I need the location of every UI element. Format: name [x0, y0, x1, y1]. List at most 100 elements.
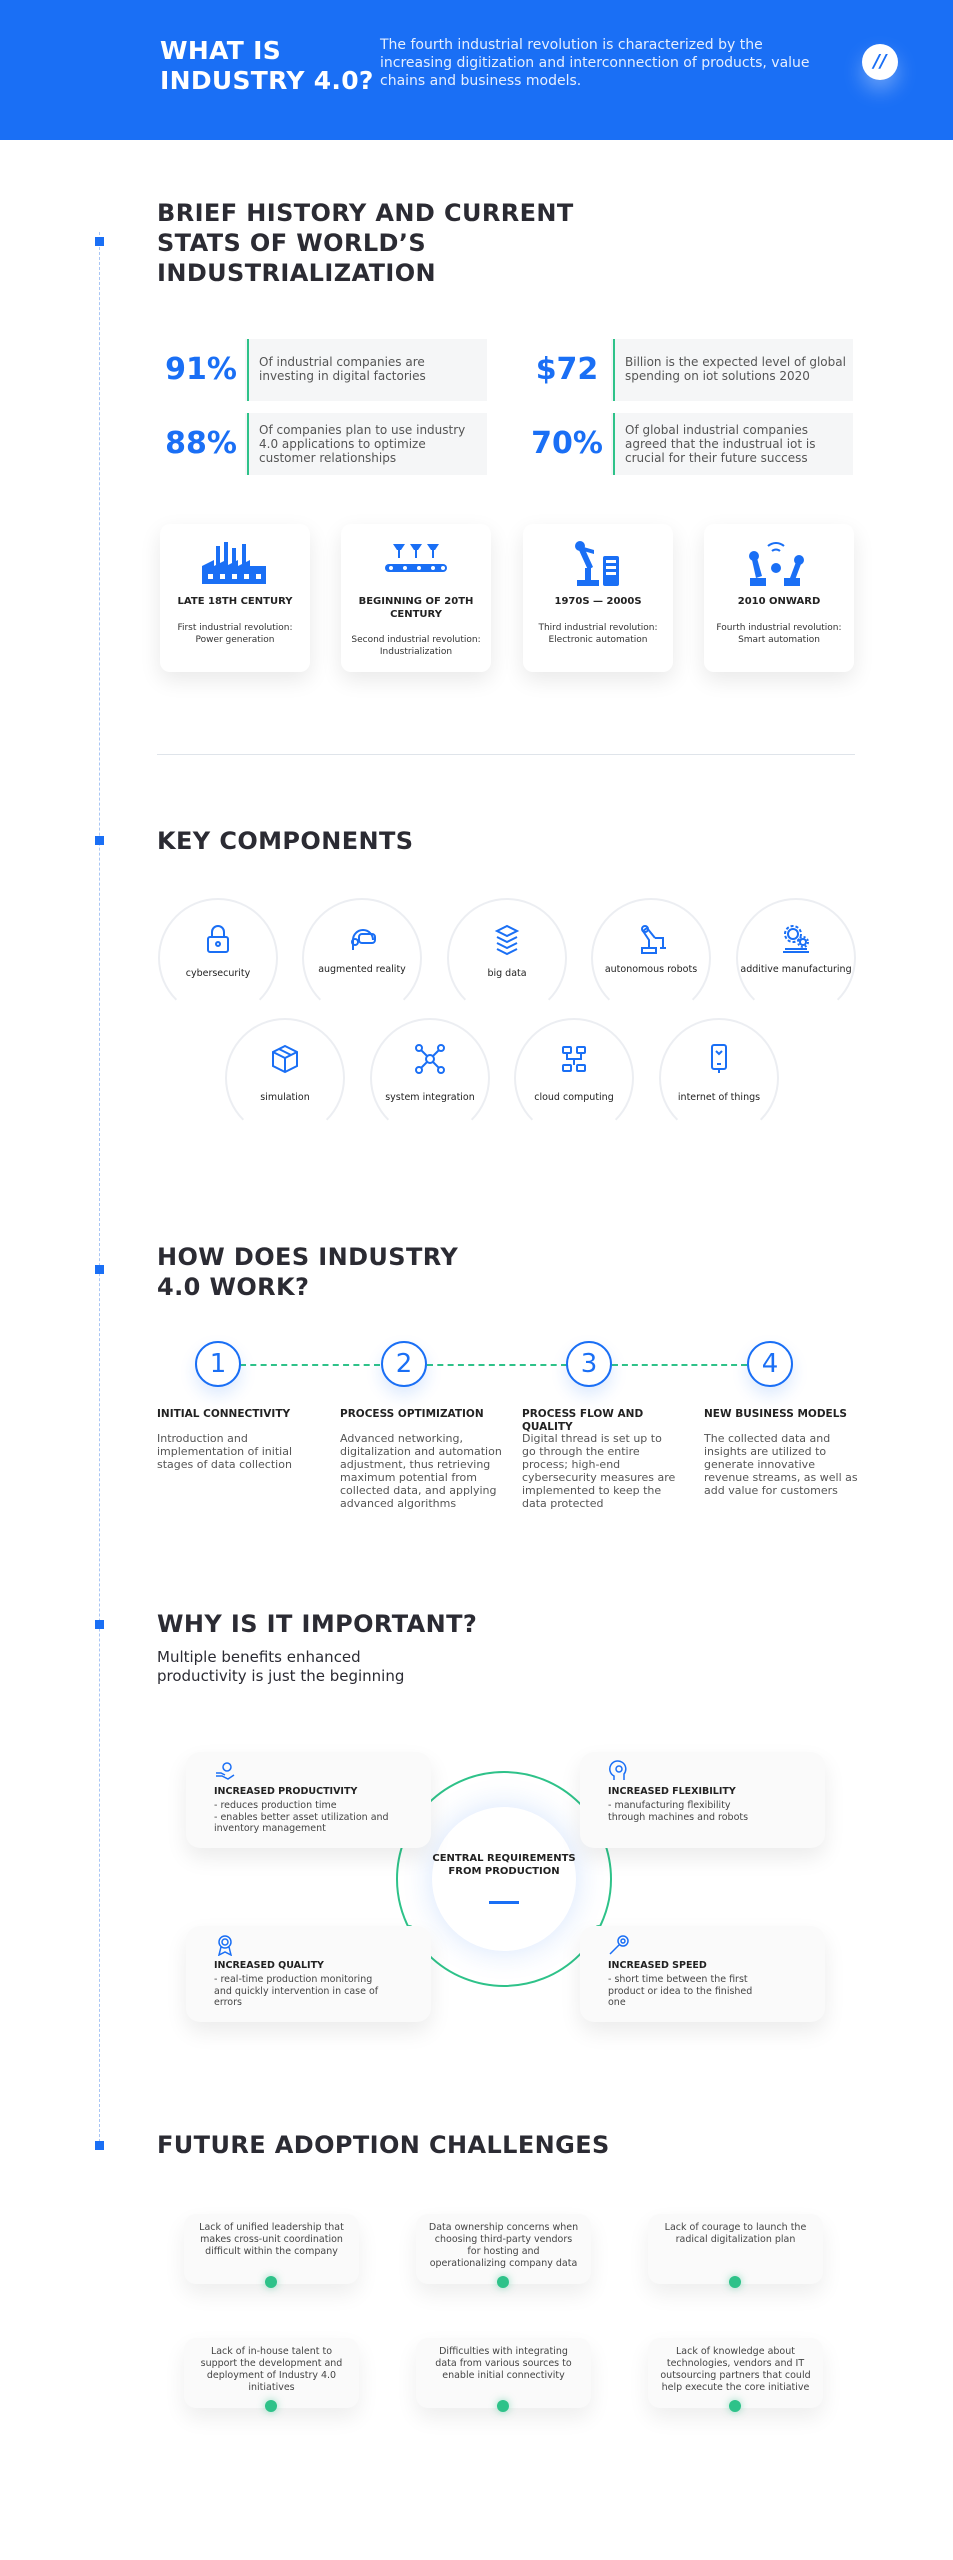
timeline-line	[99, 232, 100, 2142]
era-card: BEGINNING OF 20TH CENTURY Second industr…	[341, 524, 491, 672]
central-circle: CENTRAL REQUIREMENTS FROM PRODUCTION	[432, 1807, 576, 1951]
component-arc	[514, 1018, 634, 1138]
stat-divider	[247, 339, 249, 401]
component-arc	[225, 1018, 345, 1138]
stat-divider	[247, 413, 249, 475]
challenge-card: Lack of in-house talent to support the d…	[184, 2338, 359, 2412]
central-accent-bar	[489, 1901, 519, 1904]
benefit-description: - manufacturing flexibility through mach…	[608, 1800, 749, 1823]
benefit-title: INCREASED QUALITY	[214, 1960, 324, 1971]
step-number: 3	[566, 1341, 612, 1387]
step-description: Introduction and implementation of initi…	[157, 1432, 293, 1471]
cloud-icon	[562, 1046, 586, 1072]
component-item: additive manufacturing	[736, 898, 856, 1018]
step-connector	[612, 1364, 747, 1366]
challenge-dot	[265, 2276, 277, 2288]
stat-text: Of companies plan to use industry 4.0 ap…	[259, 423, 466, 465]
timeline-marker	[95, 836, 104, 845]
component-label: system integration	[385, 1092, 475, 1103]
timeline-marker	[95, 1620, 104, 1629]
benefit-description: - real-time production monitoring and qu…	[214, 1974, 379, 2008]
component-arc	[591, 898, 711, 1018]
component-label: simulation	[260, 1092, 310, 1103]
component-label: augmented reality	[318, 964, 406, 975]
component-label: big data	[487, 968, 527, 979]
stat-value: $72	[523, 339, 611, 401]
component-item: augmented reality	[302, 898, 422, 1018]
step-description: Advanced networking, digitalization and …	[340, 1432, 502, 1510]
stat-value: 88%	[157, 413, 245, 475]
step-number: 2	[381, 1341, 427, 1387]
page-title: WHAT IS INDUSTRY 4.0?	[160, 36, 374, 95]
component-arc	[370, 1018, 490, 1138]
award-icon	[217, 1935, 233, 1956]
database-icon	[494, 924, 520, 956]
lock-icon	[207, 925, 229, 953]
how-title: HOW DOES INDUSTRY 4.0 WORK?	[157, 1243, 459, 1301]
era-title: 1970S — 2000S	[554, 596, 642, 607]
component-item: system integration	[370, 1018, 490, 1138]
factory-icon	[202, 542, 266, 584]
challenge-card: Difficulties with integrating data from …	[416, 2338, 591, 2412]
era-card: 1970S — 2000S Third industrial revolutio…	[523, 524, 673, 672]
step-title: PROCESS OPTIMIZATION	[340, 1408, 484, 1420]
challenge-text: Difficulties with integrating data from …	[435, 2346, 572, 2381]
hand-gear-icon	[216, 1762, 235, 1780]
step-connector	[427, 1364, 567, 1366]
challenge-card: Lack of unified leadership that makes cr…	[184, 2214, 359, 2288]
challenge-dot	[729, 2276, 741, 2288]
challenge-text: Data ownership concerns when choosing th…	[428, 2222, 579, 2269]
benefit-card: INCREASED PRODUCTIVITY - reduces product…	[186, 1752, 431, 1848]
component-label: cloud computing	[534, 1092, 614, 1103]
challenge-dot	[497, 2400, 509, 2412]
step-title: INITIAL CONNECTIVITY	[157, 1408, 291, 1420]
challenge-dot	[265, 2400, 277, 2412]
benefit-title: INCREASED PRODUCTIVITY	[214, 1786, 358, 1797]
stat-card: 91% Of industrial companies are investin…	[157, 339, 487, 401]
step-number: 4	[747, 1341, 793, 1387]
smartphone-icon	[711, 1044, 727, 1073]
logo[interactable]: //	[862, 44, 898, 80]
importance-title: WHY IS IT IMPORTANT?	[157, 1610, 478, 1638]
header-banner	[0, 0, 953, 140]
component-item: simulation	[225, 1018, 345, 1138]
vr-headset-icon	[351, 929, 376, 950]
era-description: First industrial revolution: Power gener…	[177, 623, 293, 645]
component-arc	[659, 1018, 779, 1138]
history-title: BRIEF HISTORY AND CURRENT STATS OF WORLD…	[157, 199, 574, 287]
benefit-title: INCREASED SPEED	[608, 1960, 707, 1971]
step-title: PROCESS FLOW AND QUALITY	[522, 1408, 644, 1433]
era-card: 2010 ONWARD Fourth industrial revolution…	[704, 524, 854, 672]
challenge-text: Lack of knowledge about technologies, ve…	[660, 2346, 811, 2393]
component-label: autonomous robots	[604, 964, 698, 975]
wrench-gear-icon	[609, 1935, 629, 1955]
era-title: LATE 18TH CENTURY	[177, 596, 293, 607]
stat-value: 70%	[523, 413, 611, 475]
step-description: The collected data and insights are util…	[704, 1432, 858, 1497]
central-ring	[396, 1771, 612, 1987]
benefit-description: - short time between the first product o…	[608, 1974, 753, 2008]
component-label: internet of things	[677, 1092, 761, 1103]
central-label: CENTRAL REQUIREMENTS FROM PRODUCTION	[432, 1853, 576, 1877]
component-arc	[302, 898, 422, 1018]
era-description: Fourth industrial revolution: Smart auto…	[716, 623, 842, 645]
step-number: 1	[195, 1341, 241, 1387]
challenge-card: Lack of courage to launch the radical di…	[648, 2214, 823, 2288]
section-divider	[157, 754, 855, 755]
era-card: LATE 18TH CENTURY First industrial revol…	[160, 524, 310, 672]
benefit-description: - reduces production time - enables bett…	[214, 1800, 389, 1834]
challenge-text: Lack of unified leadership that makes cr…	[199, 2222, 344, 2257]
component-item: cybersecurity	[158, 898, 278, 1018]
stat-divider	[613, 339, 615, 401]
network-icon	[415, 1044, 445, 1074]
stat-text: Of industrial companies are investing in…	[259, 355, 426, 383]
challenge-text: Lack of in-house talent to support the d…	[200, 2346, 343, 2393]
component-arc	[447, 898, 567, 1018]
components-title: KEY COMPONENTS	[157, 827, 414, 855]
stat-card: 88% Of companies plan to use industry 4.…	[157, 413, 487, 475]
challenge-card: Data ownership concerns when choosing th…	[416, 2214, 591, 2288]
component-arc	[158, 898, 278, 1018]
challenge-card: Lack of knowledge about technologies, ve…	[648, 2338, 823, 2412]
era-description: Second industrial revolution: Industrial…	[351, 635, 481, 657]
benefit-title: INCREASED FLEXIBILITY	[608, 1786, 736, 1797]
